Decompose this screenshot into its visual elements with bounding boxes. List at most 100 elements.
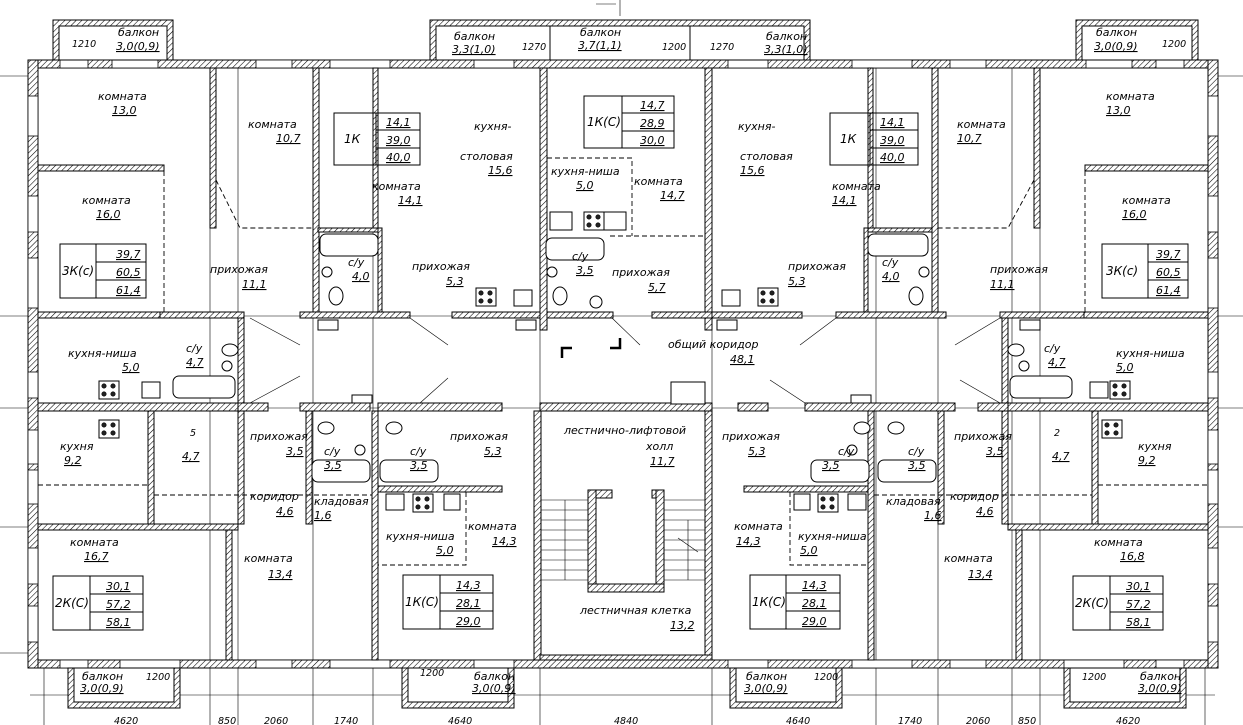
dim-text: 4620	[1116, 716, 1140, 725]
room-area: 16,8	[1120, 550, 1145, 563]
balcony-dim: 1200	[1082, 672, 1106, 683]
balcony-labels-top: балкон 3,0(0,9) 1210 балкон 3,3(1,0) 127…	[72, 26, 1186, 56]
balcony-name: балкон	[82, 670, 123, 683]
room-name: кухня-ниша	[68, 347, 137, 360]
balcony-area: 3,0(0,9)	[1138, 682, 1182, 695]
room-area: 11,1	[990, 278, 1015, 291]
dim-text: 4840	[614, 716, 638, 725]
dim-text: 1740	[898, 716, 922, 725]
apt-total-area: 60,5	[116, 266, 141, 279]
room-area: 4,7	[182, 450, 200, 463]
room-area: 5,0	[436, 544, 454, 557]
room-name: комната	[734, 520, 783, 533]
balcony-name: балкон	[746, 670, 787, 683]
room-name: комната	[98, 90, 147, 103]
room-name: кухня-ниша	[1116, 347, 1185, 360]
balcony-dim: 1200	[146, 672, 170, 683]
dim-text: 850	[218, 716, 236, 725]
apartment-table-text: 1К 14,1 39,0 40,0 1К(С) 14,7 28,9 30,0 1…	[55, 99, 1181, 629]
balcony-area: 3,0(0,9)	[744, 682, 788, 695]
partitions	[38, 157, 1208, 566]
room-name: комната	[468, 520, 517, 533]
room-name: с/у	[1044, 342, 1061, 355]
apt-type: 1К(С)	[587, 115, 621, 129]
room-area: 4,7	[1048, 356, 1066, 369]
balcony-name: балкон	[474, 670, 515, 683]
balcony-dim: 1270	[522, 42, 546, 53]
room-name: комната	[634, 175, 683, 188]
apt-gross-area: 61,4	[116, 284, 141, 297]
room-area: 5,7	[648, 281, 666, 294]
room-labels: комната 13,0 комната 10,7 кухня- столова…	[60, 90, 1185, 632]
fixtures	[98, 211, 1131, 513]
room-area: 13,4	[968, 568, 993, 581]
balcony-dim: 1210	[72, 39, 96, 50]
apt-total-area: 57,2	[106, 598, 131, 611]
room-area: 3,5	[324, 459, 342, 472]
apt-total-area: 39,0	[386, 134, 411, 147]
room-name: прихожая	[788, 260, 846, 273]
apt-gross-area: 40,0	[880, 151, 905, 164]
dim-text: 2060	[264, 716, 288, 725]
room-area: 1,6	[314, 509, 332, 522]
room-name: прихожая	[450, 430, 508, 443]
room-name: кладовая	[314, 495, 369, 508]
room-area: 3,5	[908, 459, 926, 472]
apt-type: 1К(С)	[405, 595, 439, 609]
room-area: 14,3	[492, 535, 517, 548]
apt-living-area: 14,1	[386, 116, 411, 129]
room-name: прихожая	[250, 430, 308, 443]
windows	[27, 59, 1219, 669]
room-name: кладовая	[886, 495, 941, 508]
room-name: коридор	[250, 490, 299, 503]
room-name-2: столовая	[460, 150, 513, 163]
balcony-labels-bottom: балкон 3,0(0,9) 1200 балкон 3,0(0,9) 120…	[80, 668, 1182, 695]
room-area: 4,7	[186, 356, 204, 369]
dim-text: 4640	[448, 716, 472, 725]
balcony-dim: 1200	[1162, 39, 1186, 50]
apt-gross-area: 30,0	[640, 134, 665, 147]
balcony-area: 3,3(1,0)	[452, 43, 496, 56]
room-area: 5,3	[788, 275, 806, 288]
apt-gross-area: 58,1	[1126, 616, 1151, 629]
apt-type: 1К	[840, 132, 857, 146]
room-name: с/у	[410, 445, 427, 458]
room-name: кухня-ниша	[386, 530, 455, 543]
room-name: комната	[957, 118, 1006, 131]
room-name: прихожая	[990, 263, 1048, 276]
room-name: кухня-	[738, 120, 775, 133]
apt-living-area: 30,1	[1126, 580, 1151, 593]
dim-text: 850	[1018, 716, 1036, 725]
apt-total-area: 28,1	[456, 597, 481, 610]
apt-gross-area: 61,4	[1156, 284, 1181, 297]
balcony-area: 3,0(0,9)	[472, 682, 516, 695]
room-name: с/у	[348, 256, 365, 269]
room-name: с/у	[908, 445, 925, 458]
interior-walls	[37, 67, 1209, 661]
apt-living-area: 14,3	[456, 579, 481, 592]
room-area: 5,3	[446, 275, 464, 288]
room-name: кухня-ниша	[798, 530, 867, 543]
balcony-dim: 1200	[420, 668, 444, 679]
stair-mark: 2	[1054, 428, 1060, 439]
room-area: 5,3	[484, 445, 502, 458]
apt-gross-area: 29,0	[802, 615, 827, 628]
room-name: с/у	[838, 445, 855, 458]
room-area: 11,7	[650, 455, 675, 468]
room-area: 16,0	[1122, 208, 1147, 221]
room-area: 48,1	[730, 353, 755, 366]
balcony-name: балкон	[580, 26, 621, 39]
room-area: 5,0	[576, 179, 594, 192]
room-area: 10,7	[276, 132, 301, 145]
room-area: 9,2	[64, 454, 82, 467]
room-name: прихожая	[954, 430, 1012, 443]
room-name: кухня-ниша	[551, 165, 620, 178]
apt-living-area: 14,3	[802, 579, 827, 592]
room-name: коридор	[950, 490, 999, 503]
room-area: 9,2	[1138, 454, 1156, 467]
balcony-name: балкон	[1096, 26, 1137, 39]
room-area: 4,6	[976, 505, 994, 518]
room-area: 4,6	[276, 505, 294, 518]
room-name: комната	[248, 118, 297, 131]
room-name: комната	[1094, 536, 1143, 549]
